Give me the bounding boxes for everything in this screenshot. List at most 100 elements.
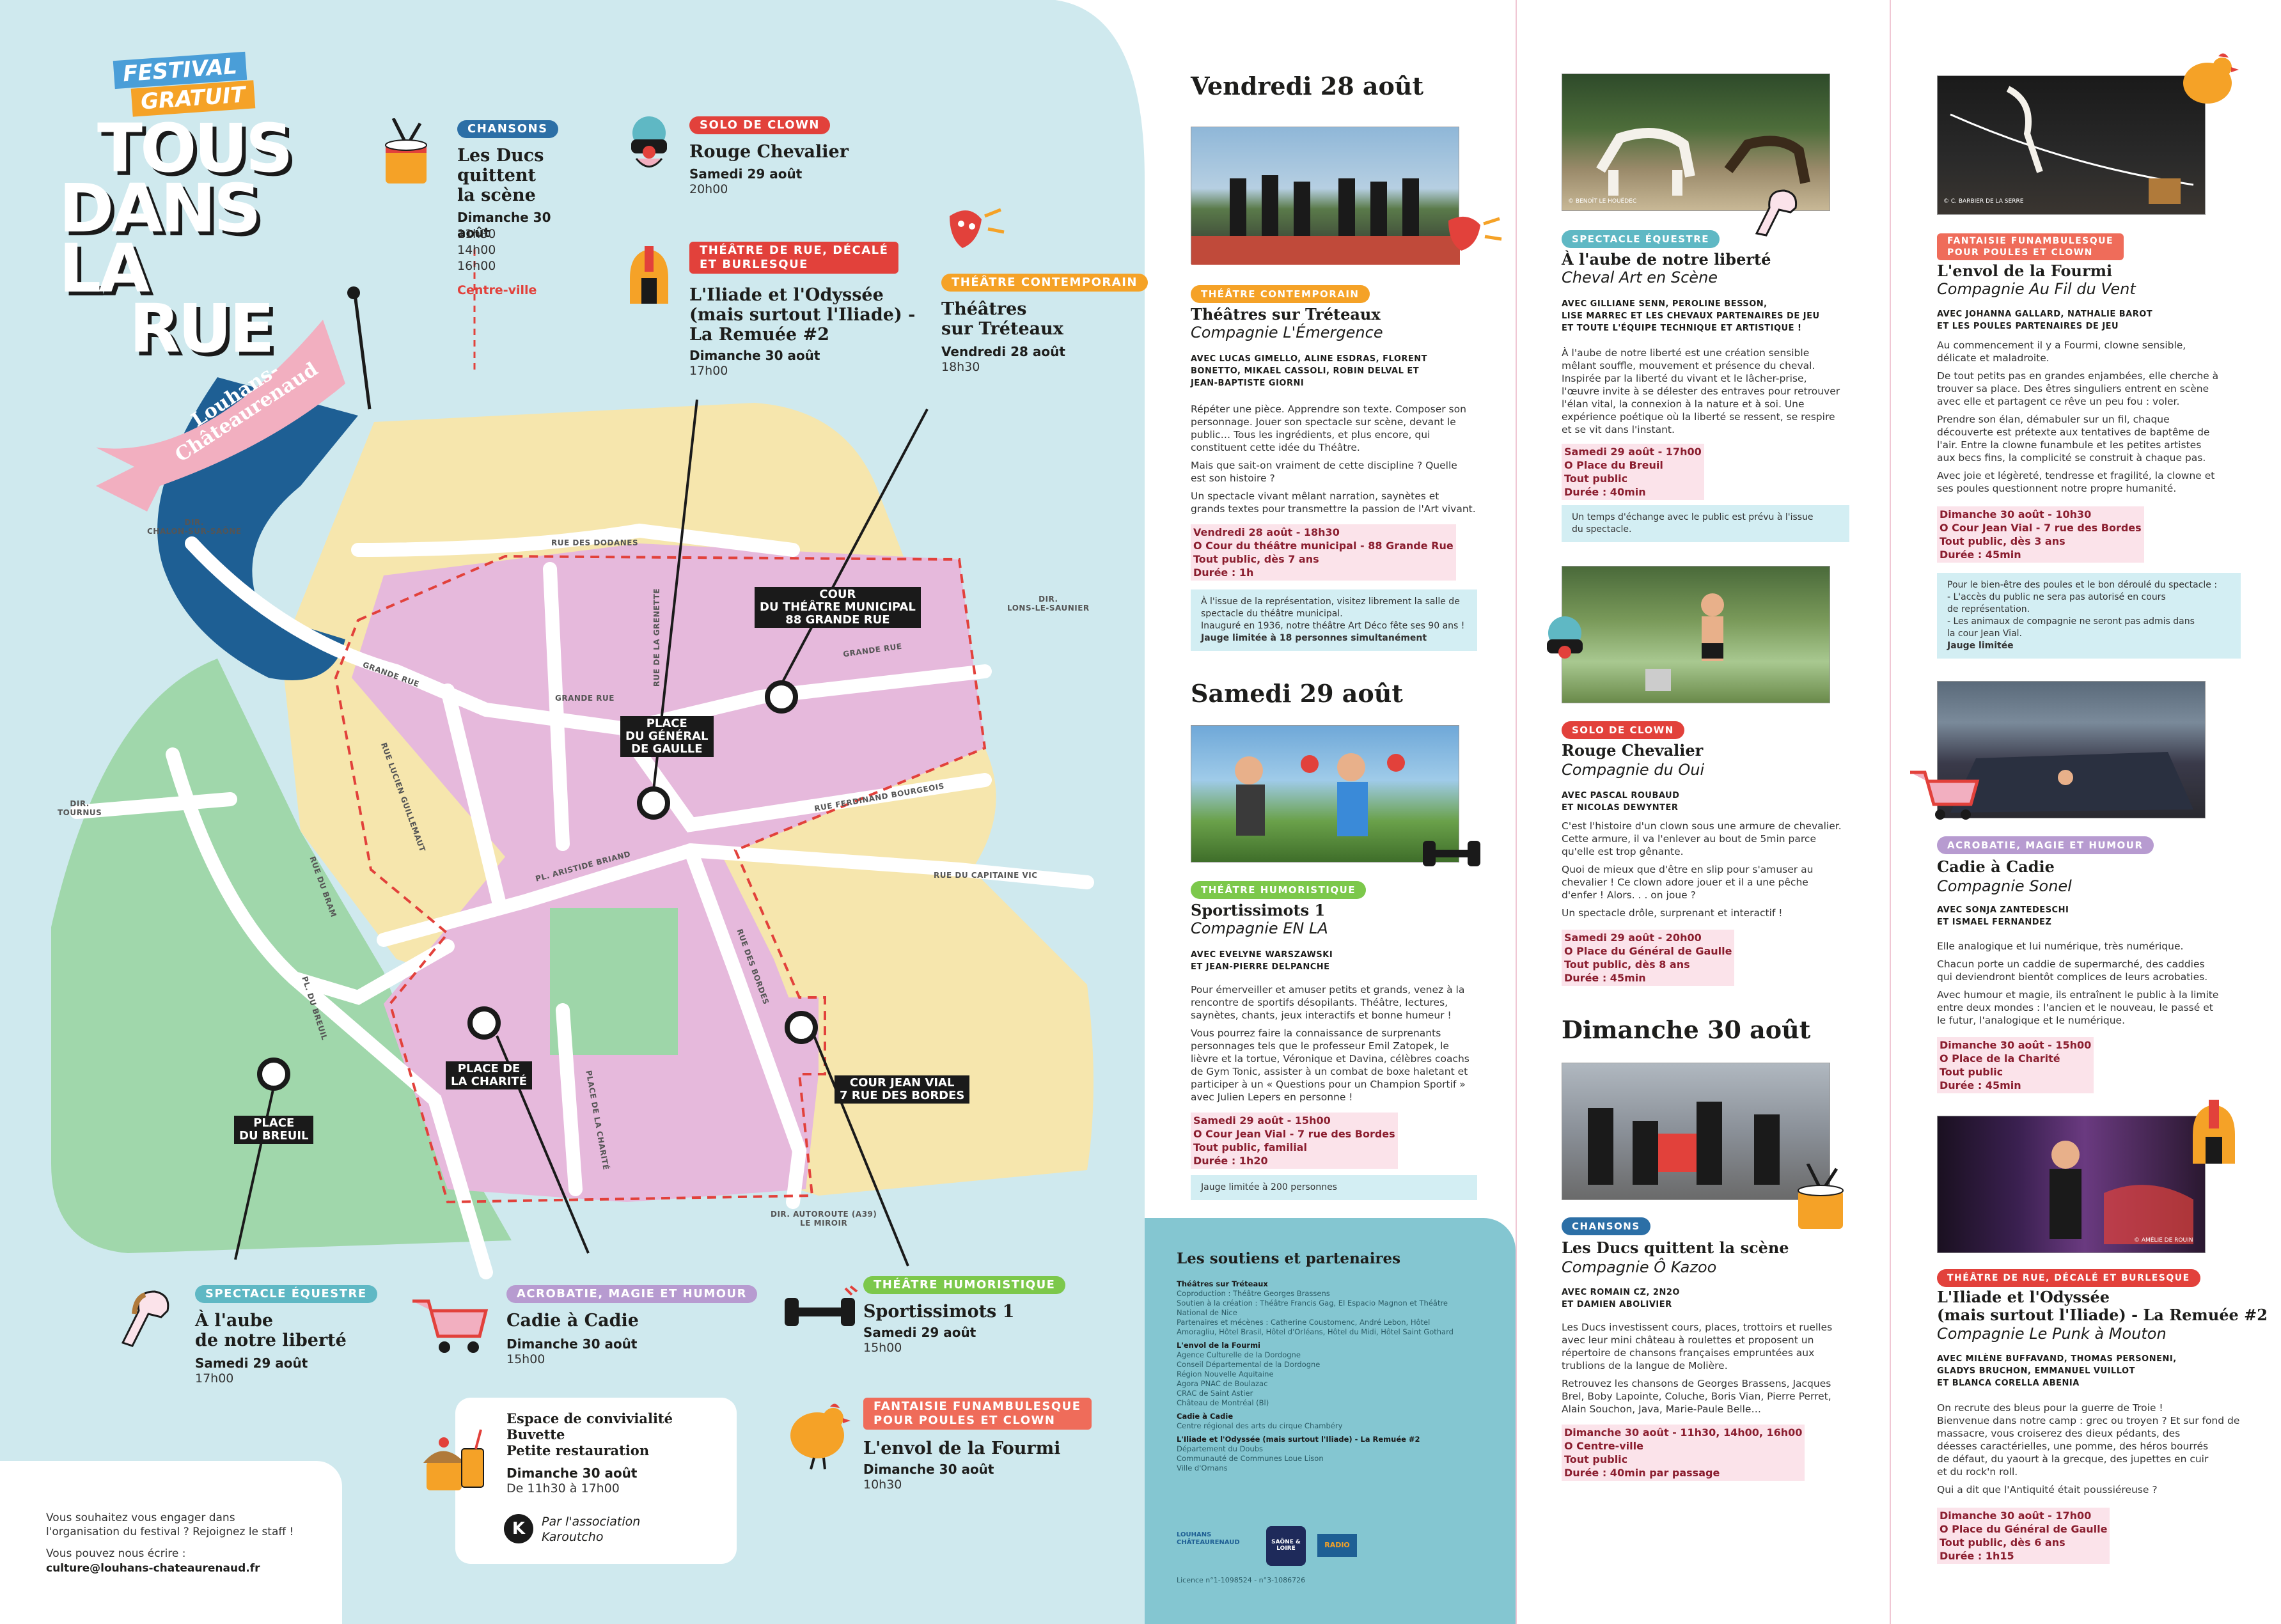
callout-date: Dimanche 30 août bbox=[863, 1462, 994, 1477]
event-tag: SOLO DE CLOWN bbox=[1562, 721, 1684, 739]
event-description: Répéter une pièce. Apprendre son texte. … bbox=[1191, 403, 1476, 515]
cart-icon bbox=[409, 1288, 492, 1361]
event-description: On recrute des bleus pour la guerre de T… bbox=[1937, 1402, 2240, 1495]
callout-time: 17h00 bbox=[689, 364, 728, 378]
logo-saone-loire: SAÔNE & LOIRE bbox=[1266, 1526, 1306, 1566]
event-note: Pour le bien-être des poules et le bon d… bbox=[1937, 573, 2241, 659]
event-cast: AVEC MILÈNE BUFFAVAND, THOMAS PERSONENI,… bbox=[1937, 1354, 2177, 1388]
callout-tag: CHANSONS bbox=[457, 120, 558, 138]
dumbbell-icon bbox=[781, 1285, 858, 1339]
callout-title: Cadie à Cadie bbox=[506, 1311, 639, 1331]
event-cast: AVEC GILLIANE SENN, PEROLINE BESSON,LISE… bbox=[1562, 299, 1820, 333]
cake-icon bbox=[417, 1423, 494, 1503]
cart-icon bbox=[1907, 761, 1984, 827]
street-label: RUE DU CAPITAINE VIC bbox=[934, 871, 1038, 880]
clown-icon bbox=[617, 107, 681, 180]
callout-tag: SOLO DE CLOWN bbox=[689, 116, 830, 134]
horse-icon bbox=[1747, 185, 1805, 239]
callout-time: 17h00 bbox=[195, 1371, 234, 1386]
street-label: RUE DES DODANES bbox=[551, 538, 639, 547]
callout-date: Dimanche 30 août bbox=[689, 348, 820, 363]
drum-icon bbox=[1792, 1162, 1849, 1237]
event-note: Jauge limitée à 200 personnes bbox=[1191, 1175, 1477, 1200]
drum-icon bbox=[380, 117, 432, 191]
festival-title: TOUS DANS LA RUE bbox=[59, 109, 353, 368]
callout-date: Dimanche 30 août bbox=[506, 1336, 638, 1352]
event-title: Les Ducs quittent la scène bbox=[1562, 1238, 1789, 1257]
callout-tag: SPECTACLE ÉQUESTRE bbox=[195, 1285, 377, 1303]
photo-credit: © AMÉLIE DE ROUIN bbox=[2134, 1237, 2193, 1244]
callout-date: Samedi 29 août bbox=[195, 1355, 308, 1371]
callout-title: Rouge Chevalier bbox=[689, 142, 849, 162]
buvette-time: De 11h30 à 17h00 bbox=[506, 1481, 620, 1495]
dir-lons: DIR.LONS-LE-SAUNIER bbox=[1007, 595, 1090, 613]
event-tag: THÉÂTRE DE RUE, DÉCALÉ ET BURLESQUE bbox=[1937, 1269, 2200, 1287]
callout-date: Dimanche 30 août bbox=[457, 210, 551, 240]
callout-title: L'envol de la Fourmi bbox=[863, 1439, 1061, 1458]
festival-badge: FESTIVAL GRATUIT bbox=[113, 51, 256, 117]
callout-date: Vendredi 28 août bbox=[941, 344, 1065, 359]
callout-tag: THÉÂTRE HUMORISTIQUE bbox=[863, 1276, 1066, 1294]
event-description: Pour émerveiller et amuser petits et gra… bbox=[1191, 984, 1470, 1103]
horse-icon bbox=[110, 1285, 180, 1352]
map-panel: FESTIVAL GRATUIT TOUS DANS LA RUE Louhan… bbox=[0, 0, 1148, 1624]
clown-icon bbox=[1533, 607, 1597, 680]
program-col-3: © C. BARBIER DE LA SERRE FANTAISIE FUNAM… bbox=[1891, 0, 2281, 1624]
partners-box: Les soutiens et partenaires Théâtres sur… bbox=[1145, 1218, 1516, 1624]
event-company: Cheval Art en Scène bbox=[1562, 269, 1718, 286]
karoutcho-logo: K bbox=[504, 1514, 533, 1543]
photo-credit: © C. BARBIER DE LA SERRE bbox=[1943, 198, 2024, 205]
column-separator bbox=[1516, 0, 1517, 1624]
callout-time: 15h00 bbox=[863, 1341, 902, 1355]
callout-date: Samedi 29 août bbox=[863, 1325, 976, 1340]
event-tag: SPECTACLE ÉQUESTRE bbox=[1562, 230, 1720, 248]
photo-sportissimots bbox=[1191, 725, 1459, 863]
title-line-3: RUE bbox=[129, 290, 275, 368]
title-line-1: TOUS bbox=[97, 109, 294, 187]
contact-email[interactable]: culture@louhans-chateaurenaud.fr bbox=[46, 1562, 260, 1575]
event-title: L'envol de la Fourmi bbox=[1937, 262, 2113, 280]
saturday-heading: Samedi 29 août bbox=[1191, 679, 1403, 708]
callout-title: Sportissimots 1 bbox=[863, 1302, 1015, 1322]
dumbbell-icon bbox=[1420, 831, 1484, 878]
licence: Licence n°1-1098524 - n°3-1086726 bbox=[1177, 1576, 1306, 1584]
hen-icon bbox=[2172, 45, 2243, 118]
event-title: Théâtres sur Tréteaux bbox=[1191, 305, 1381, 324]
helmet-icon bbox=[2185, 1100, 2243, 1173]
title-line-2: DANS LA bbox=[59, 169, 262, 308]
callout-sport: THÉÂTRE HUMORISTIQUE Sportissimots 1 Sam… bbox=[863, 1276, 1068, 1366]
photo-ducs bbox=[1562, 1063, 1830, 1200]
callout-time: 10h30 bbox=[863, 1478, 902, 1492]
sunday-heading: Dimanche 30 août bbox=[1562, 1015, 1811, 1044]
event-company: Compagnie EN LA bbox=[1191, 919, 1328, 937]
photo-iliade bbox=[1937, 1116, 2206, 1253]
photo-cadie bbox=[1937, 681, 2206, 818]
event-company: Compagnie Au Fil du Vent bbox=[1937, 280, 2136, 298]
dir-chalon: DIR.CHALON-SUR-SAÔNE bbox=[147, 518, 242, 536]
callout-time: 18h30 bbox=[941, 360, 980, 374]
